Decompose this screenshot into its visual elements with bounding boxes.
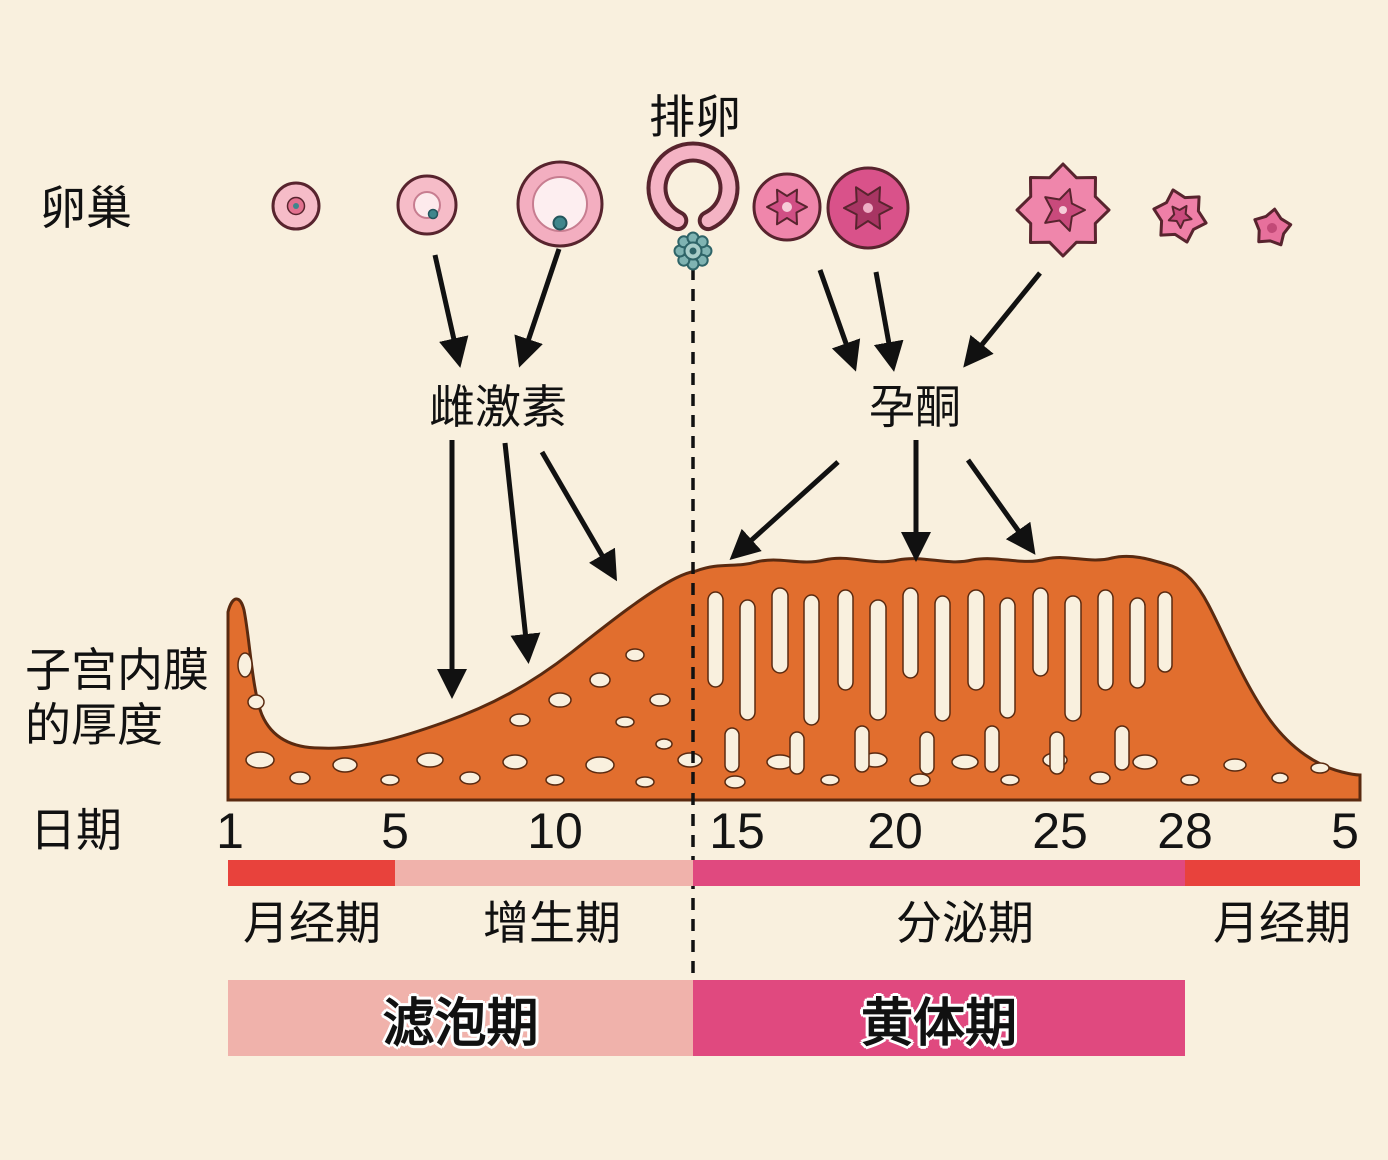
phase-bar-proliferative <box>395 860 693 886</box>
luteal-phase-bar: 黄体期 <box>693 980 1185 1056</box>
day-tick-28: 28 <box>1157 803 1213 859</box>
day-tick-1: 1 <box>216 803 244 859</box>
secretory-phase-label: 分泌期 <box>896 897 1034 949</box>
regressing-corpus-luteum-icon <box>1152 188 1208 244</box>
endometrium-label-line2: 的厚度 <box>25 699 163 751</box>
day-tick-5: 5 <box>381 803 409 859</box>
follicular-phase-label: 滤泡期 <box>382 994 539 1053</box>
corpus-albicans-icon <box>1253 207 1293 247</box>
day-tick-10: 10 <box>527 803 583 859</box>
phase-bar-menstrual-2 <box>1185 860 1360 886</box>
menstrual-phase-label-1: 月经期 <box>243 897 381 949</box>
menstrual-phase-label-2: 月经期 <box>1213 897 1351 949</box>
early-corpus-luteum-icon <box>752 172 822 242</box>
date-label: 日期 <box>30 804 122 856</box>
hormone-arrows <box>432 248 1042 372</box>
growing-follicle-icon <box>396 174 458 236</box>
primordial-follicle-icon <box>271 181 321 231</box>
ovary-label: 卵巢 <box>40 182 132 234</box>
progesterone-label: 孕酮 <box>869 381 961 433</box>
proliferative-phase-label: 增生期 <box>483 897 621 949</box>
follicular-phase-bar: 滤泡期 <box>228 980 693 1056</box>
phase-bar-secretory <box>693 860 1185 886</box>
endometrium-illustration <box>226 554 1362 802</box>
day-tick-5b: 5 <box>1331 803 1359 859</box>
day-tick-15: 15 <box>709 803 765 859</box>
mature-follicle-icon <box>516 160 604 248</box>
endometrium-label-line1: 子宫内膜 <box>25 644 209 696</box>
estrogen-label: 雌激素 <box>429 381 567 433</box>
luteal-phase-label: 黄体期 <box>860 994 1017 1053</box>
phase-bar-menstrual-1 <box>228 860 395 886</box>
developing-corpus-luteum-icon <box>826 166 910 250</box>
day-tick-25: 25 <box>1032 803 1088 859</box>
released-egg-icon <box>673 231 713 271</box>
ovulating-follicle-icon <box>646 141 740 232</box>
ovulation-label: 排卵 <box>649 91 741 143</box>
day-tick-20: 20 <box>867 803 923 859</box>
mature-corpus-luteum-icon <box>1015 162 1111 258</box>
endometrium-arrows <box>437 440 1036 699</box>
